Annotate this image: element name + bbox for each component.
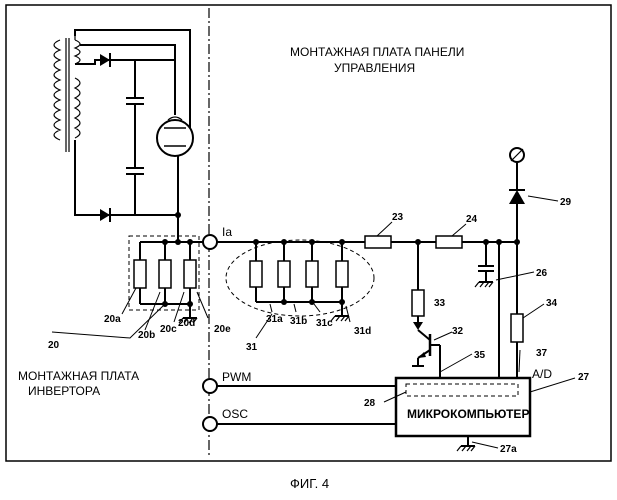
resistor-20a: [134, 242, 146, 304]
resistor-33: [412, 290, 424, 316]
resistor-20c: [184, 242, 196, 304]
resistor-24: [436, 236, 462, 248]
resistor-31c: [306, 239, 318, 302]
resistor-20b: [159, 242, 171, 304]
resistor-23: [365, 236, 391, 248]
diode-upper: [100, 53, 110, 67]
resistor-31a: [250, 239, 262, 302]
diode-lower: [100, 208, 110, 222]
ia-terminal: [203, 235, 217, 249]
resistor-bank-31-boundary: [226, 240, 374, 316]
osc-terminal: [203, 417, 217, 431]
transformer: [54, 36, 80, 152]
resistor-34: [511, 314, 523, 342]
magnetron: [157, 117, 193, 156]
vcc-terminal: [510, 148, 524, 162]
microcomputer-27: [396, 378, 530, 436]
transistor-32: [418, 330, 440, 358]
pwm-terminal: [203, 379, 217, 393]
diode-29: [509, 190, 525, 204]
resistor-31b: [278, 239, 290, 302]
